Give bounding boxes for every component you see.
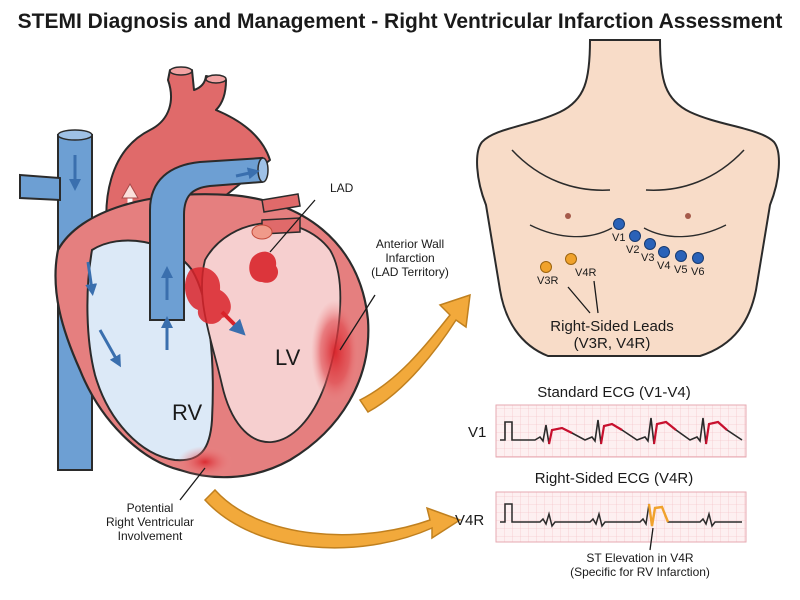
ecg-standard-title: Standard ECG (V1-V4): [537, 384, 691, 401]
nipple-right: [685, 213, 691, 219]
flow-arrow-3: [98, 329, 121, 368]
valve-cluster: [184, 267, 231, 324]
lead-label-v6: V6: [691, 266, 705, 278]
callout-v3r: [567, 286, 591, 314]
label-right-leads-line-2: (V3R, V4R): [573, 335, 651, 353]
pulmonary-vein-1: [261, 193, 301, 213]
label-rv: RV: [172, 400, 203, 425]
label-anterior-line-1: Anterior Wall: [375, 237, 445, 251]
lad-aneurysm: [251, 224, 273, 240]
label-lv: LV: [275, 345, 301, 370]
big-arrow-upper: [358, 293, 471, 413]
torso-chest-line-right: [645, 149, 745, 191]
ecg-right-title: Right-Sided ECG (V4R): [534, 470, 694, 487]
rv-infarct-zone: [177, 446, 233, 478]
electrode-v4: [658, 246, 670, 258]
ecg-standard-st: [547, 420, 728, 445]
label-lad: LAD: [330, 181, 354, 195]
label-anterior-wall: Anterior Wall Infarction (LAD Territory): [371, 237, 449, 279]
callout-v4r: [593, 280, 599, 314]
label-st-line-1: ST Elevation in V4R: [586, 551, 694, 565]
nipple-left: [565, 213, 571, 219]
label-right-sided-leads: Right-Sided Leads (V3R, V4R): [550, 318, 673, 353]
ecg-standard-lead-label: V1: [468, 424, 487, 441]
anterior-infarct-zone: [311, 300, 359, 404]
lead-electrodes: [540, 218, 704, 314]
lead-label-v1: V1: [612, 232, 626, 244]
label-st-line-2: (Specific for RV Infarction): [570, 564, 710, 579]
big-arrow-lower: [203, 488, 462, 549]
electrode-v5: [675, 250, 687, 262]
label-rv-line-1: Potential: [126, 501, 174, 515]
ecg-right-lead-label: V4R: [455, 512, 485, 529]
pulmonary-artery-end: [257, 157, 269, 183]
ecg-right-st: [647, 503, 670, 527]
callout-st: [649, 527, 654, 551]
label-rv-involvement: Potential Right Ventricular Involvement: [105, 501, 195, 543]
torso-body: [476, 39, 780, 357]
heart-illustration: [19, 66, 376, 501]
aorta-branch-top-1: [169, 66, 193, 76]
flow-arrow-6: [235, 167, 260, 180]
electrode-v4r: [565, 253, 577, 265]
lad-lesion: [249, 251, 279, 283]
lead-label-v3r: V3R: [537, 275, 559, 287]
aorta-flow-arrow-head: [121, 182, 139, 199]
lead-label-v4r: V4R: [575, 267, 597, 279]
ecg-right-grid: [495, 491, 747, 543]
callout-anterior: [339, 294, 376, 351]
vein-side-branch: [19, 173, 61, 202]
torso-pec-right: [643, 224, 727, 238]
label-anterior-line-2: Infarction: [385, 250, 435, 265]
electrode-v1: [613, 218, 625, 230]
label-right-leads-line-1: Right-Sided Leads: [550, 318, 674, 335]
lead-label-v5: V5: [674, 264, 688, 276]
label-rv-line-2: Right Ventricular: [105, 514, 195, 529]
electrode-v2: [629, 230, 641, 242]
aorta-branch-top-2: [205, 74, 227, 84]
lead-label-v2: V2: [626, 244, 640, 256]
electrode-v3: [644, 238, 656, 250]
vena-cava-top: [57, 129, 93, 141]
torso-pec-left: [529, 224, 613, 238]
ecg-right-trace: [500, 503, 742, 528]
electrode-v6: [692, 252, 704, 264]
lead-label-v3: V3: [641, 252, 655, 264]
label-rv-line-3: Involvement: [117, 528, 183, 543]
torso-illustration: [476, 39, 780, 357]
flow-arrow-2: [85, 261, 98, 296]
electrode-v3r: [540, 261, 552, 273]
page-title: STEMI Diagnosis and Management - Right V…: [17, 10, 783, 33]
torso-chest-line-left: [511, 149, 611, 191]
flow-arrow-red: [220, 310, 246, 336]
label-anterior-line-3: (LAD Territory): [371, 264, 449, 279]
label-st-elevation: ST Elevation in V4R (Specific for RV Inf…: [570, 551, 710, 580]
lead-label-v4: V4: [657, 260, 671, 272]
callout-lad: [269, 199, 316, 253]
callout-rv: [179, 467, 206, 501]
